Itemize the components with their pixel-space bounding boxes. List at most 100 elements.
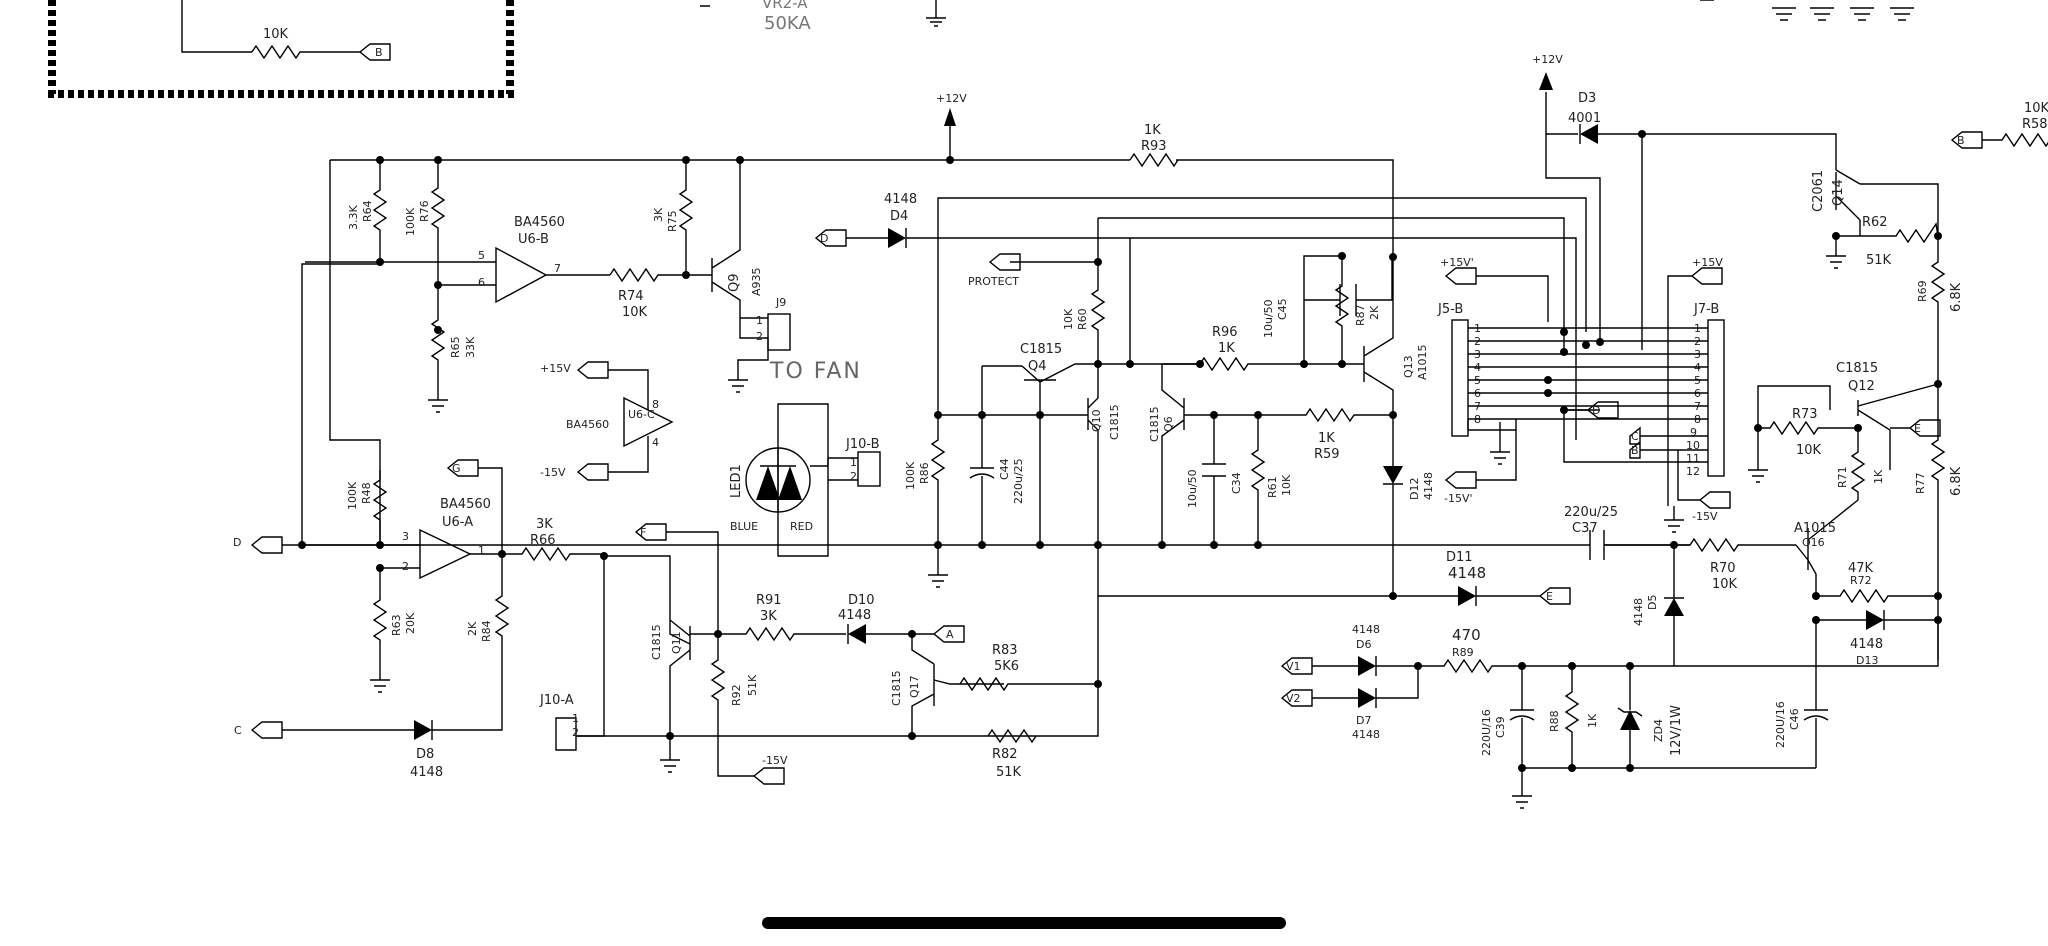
plus12v-right-label: +12V	[1532, 53, 1563, 66]
conn-e-d11-label: E	[1546, 590, 1553, 603]
conn-b-right-label: B	[1957, 134, 1965, 147]
q11-part-label: C1815	[650, 624, 663, 660]
q6-part-label: C1815	[1148, 406, 1161, 442]
r65-value-label: 33K	[464, 336, 477, 358]
u6c-pin4: 4	[652, 436, 659, 449]
d3-diode-section: +12V D3 4001	[1532, 53, 1837, 350]
r75-value-label: 3K	[652, 207, 665, 222]
u6a-pin2: 2	[402, 560, 409, 573]
r71-value-label: 1K	[1872, 469, 1885, 484]
r60-ref-label: R60	[1076, 308, 1089, 330]
d8-value-label: 4148	[410, 765, 443, 780]
d7-value-label: 4148	[1352, 728, 1380, 741]
u6b-part-label: BA4560	[514, 215, 565, 230]
q13-part-label: A1015	[1416, 344, 1429, 380]
r96-resistor: R96 1K	[1130, 325, 1364, 372]
zd4-ref-label: ZD4	[1652, 719, 1665, 742]
r93-value-label: 1K	[1144, 123, 1161, 138]
r76-value-label: 100K	[404, 207, 417, 236]
conn-v1-label: V1	[1286, 660, 1301, 673]
d6-value-label: 4148	[1352, 623, 1380, 636]
q10-part-label: C1815	[1108, 404, 1121, 440]
q6-transistor: C1815 Q6	[1148, 363, 1200, 545]
j7-pin9: 9	[1690, 426, 1697, 439]
r70-ref-label: R70	[1710, 561, 1736, 576]
j9-ref-label: J9	[775, 296, 786, 309]
r66-ref-label: R66	[530, 533, 556, 548]
d6-ref-label: D6	[1356, 638, 1371, 651]
r92-value-label: 51K	[746, 674, 759, 696]
u6c-part-label: BA4560	[566, 418, 609, 431]
plus12v-rail: +12V 1K R93	[330, 92, 1394, 257]
q11-ref-label: Q11	[670, 631, 683, 654]
d13-value-label: 4148	[1850, 637, 1883, 652]
r74-resistor: R74 10K	[609, 267, 712, 320]
conn-g-label: G	[452, 462, 461, 475]
d12-value-label: 4148	[1422, 472, 1435, 500]
minus15v-j7-label: -15V	[1692, 510, 1718, 523]
u6a-part-label: BA4560	[440, 497, 491, 512]
j10b-pin2: 2	[850, 470, 857, 483]
u6b-pin7: 7	[554, 262, 561, 275]
r86-c44-c34-r61: 100K R86 C44 220u/25 10u/50 C34 R61 10K	[904, 366, 1293, 588]
r71-ref-label: R71	[1836, 466, 1849, 488]
q10-transistor: Q10 C1815	[1087, 364, 1121, 545]
conn-d-j-label: D	[1592, 404, 1600, 417]
c34-ref-label: C34	[1230, 472, 1243, 494]
d11-d5-diodes: D11 4148 E 4148 D5	[1097, 545, 1684, 666]
res-10k-top-label: 10K	[263, 27, 289, 42]
plus15v-j7-label: +15V	[1692, 256, 1723, 269]
r84-value-label: 2K	[466, 621, 479, 636]
vr2-ref-label: VR2-A	[762, 0, 808, 12]
c45-ref-label: C45	[1276, 298, 1289, 320]
plus15vp-j5-label: +15V'	[1440, 256, 1474, 269]
u6a-opamp: 3 2 1 BA4560 U6-A D G 100K R48 R63 20K 2…	[233, 263, 510, 731]
led1-ref-label: LED1	[729, 464, 744, 498]
u6b-ref-label: U6-B	[518, 232, 549, 247]
conn-b-j7-label: B	[1631, 444, 1639, 457]
c37-value-label: 220u/25	[1564, 505, 1618, 520]
r77-ref-label: R77	[1914, 472, 1927, 494]
r64-ref-label: R64	[361, 200, 374, 222]
d13-ref-label: D13	[1856, 654, 1878, 667]
home-indicator-bar[interactable]	[762, 917, 1286, 929]
power-input-section: V1 V2 4148 D6 D7 4148 470 R89 220U/16 C3…	[1280, 620, 1939, 809]
r73-value-label: 10K	[1796, 443, 1822, 458]
conn-c-left-label: C	[234, 724, 242, 737]
q10-ref-label: Q10	[1090, 409, 1103, 432]
j9-pin1: 1	[756, 314, 763, 327]
r86-ref-label: R86	[918, 462, 931, 484]
r70-value-label: 10K	[1712, 577, 1738, 592]
u6b-pin6: 6	[478, 276, 485, 289]
q11-transistor-section: F C1815 Q11 R92 51K R91 3K D10 4148 A -1…	[634, 523, 965, 785]
r74-ref-label: R74	[618, 289, 644, 304]
d10-value-label: 4148	[838, 608, 871, 623]
q17-ref-label: Q17	[908, 675, 921, 698]
u6a-pin1: 1	[478, 544, 485, 557]
c45-r87: 10u/50 C45 R87 2K	[1262, 252, 1393, 368]
r63-ref-label: R63	[390, 614, 403, 636]
r87-ref-label: R87	[1354, 304, 1367, 326]
d11-ref-label: D11	[1446, 550, 1473, 565]
r86-value-label: 100K	[904, 461, 917, 490]
r89-ref-label: R89	[1452, 646, 1474, 659]
r84-ref-label: R84	[480, 620, 493, 642]
u6c-ref-label: U6-C	[628, 408, 655, 421]
r89-value-label: 470	[1452, 626, 1481, 644]
d10-ref-label: D10	[848, 593, 875, 608]
c46-ref-label: C46	[1788, 708, 1801, 730]
r74-value-label: 10K	[622, 305, 648, 320]
r48-ref-label: R48	[360, 482, 373, 504]
d5-ref-label: D5	[1646, 595, 1659, 610]
r66-resistor: 3K R66	[502, 517, 691, 737]
q12-part-label: C1815	[1836, 361, 1878, 376]
d3-value-label: 4001	[1568, 111, 1601, 126]
q6-ref-label: Q6	[1162, 416, 1175, 432]
r96-value-label: 1K	[1218, 341, 1235, 356]
r59-value-label: 1K	[1318, 431, 1335, 446]
r62-value-label: 51K	[1866, 253, 1892, 268]
conn-d-d4-label: D	[820, 232, 828, 245]
j7-pin12: 12	[1686, 465, 1700, 478]
plus15v-u6c-label: +15V	[540, 362, 571, 375]
j7b-ref-label: J7-B	[1693, 302, 1719, 317]
